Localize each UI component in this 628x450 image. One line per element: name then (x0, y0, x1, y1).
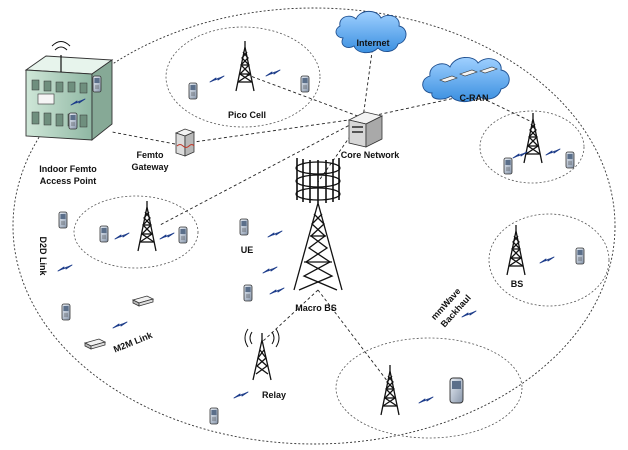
cran-cloud-icon (422, 57, 510, 103)
wireless-bolt-icon (539, 256, 555, 264)
small-cell-left-boundary (73, 195, 199, 269)
ue-phone-icon (239, 218, 249, 236)
small-cell-tower-icon (137, 200, 157, 252)
bs-label: BS (511, 279, 524, 289)
m2m-link-label: M2M Link (112, 330, 155, 355)
macro-cell-boundary (12, 7, 616, 445)
wireless-bolt-icon (233, 391, 249, 399)
pico-tower-icon (235, 40, 255, 92)
bs-cell-boundary (488, 213, 610, 307)
phone-icon (565, 151, 575, 169)
phone-icon (61, 303, 71, 321)
phone-icon (300, 75, 310, 93)
phone-icon (449, 377, 464, 404)
phone-icon (243, 284, 253, 302)
wireless-bolt-icon (267, 230, 283, 238)
wireless-bolt-icon (159, 232, 175, 240)
server-icon (347, 111, 384, 148)
relay-tower-icon (244, 328, 280, 381)
wireless-bolt-icon (209, 75, 225, 83)
phone-icon (575, 247, 585, 265)
phone-icon (178, 226, 188, 244)
wireless-bolt-icon (112, 321, 128, 329)
wireless-bolt-icon (265, 69, 281, 77)
wireless-bolt-icon (461, 310, 477, 318)
phone-icon (99, 225, 109, 243)
pico-cell-label: Pico Cell (228, 110, 266, 120)
wireless-bolt-icon (262, 266, 278, 274)
d2d-link-label: D2D Link (38, 236, 48, 276)
cran-cell-boundary (479, 110, 585, 184)
bs-tower-icon (506, 224, 526, 276)
macro-bs-label: Macro BS (295, 303, 337, 313)
wireless-bolt-icon (545, 148, 561, 156)
wireless-bolt-icon (269, 287, 285, 295)
m2m-device-icon (84, 338, 106, 350)
wireless-bolt-icon (57, 264, 73, 272)
phone-icon (188, 82, 198, 100)
femto-gateway-icon (174, 128, 196, 157)
indoor-femto-label-line2: Access Point (40, 176, 97, 186)
relay-label: Relay (262, 390, 286, 400)
wireless-bolt-icon (114, 232, 130, 240)
phone-icon (58, 211, 68, 229)
phone-icon (503, 157, 513, 175)
cran-tower-icon (523, 112, 543, 164)
internet-label: Internet (356, 38, 389, 48)
bottom-cell-tower-icon (380, 364, 400, 416)
indoor-femto-label-line1: Indoor Femto (39, 164, 97, 174)
m2m-device-icon (132, 295, 154, 307)
phone-icon (68, 112, 78, 130)
internet-cloud-icon (335, 10, 407, 54)
core-network-label: Core Network (341, 150, 401, 160)
bottom-cell-boundary (335, 337, 523, 439)
macro-bs-tower-icon (293, 158, 343, 291)
wireless-bolt-icon (418, 396, 434, 404)
phone-icon (92, 75, 102, 93)
phone-icon (209, 407, 219, 425)
cran-label: C-RAN (460, 93, 489, 103)
pico-cell-boundary (165, 26, 321, 128)
femto-gateway-label-line2: Gateway (131, 162, 168, 172)
ue-label: UE (241, 245, 254, 255)
femto-gateway-label-line1: Femto (137, 150, 165, 160)
